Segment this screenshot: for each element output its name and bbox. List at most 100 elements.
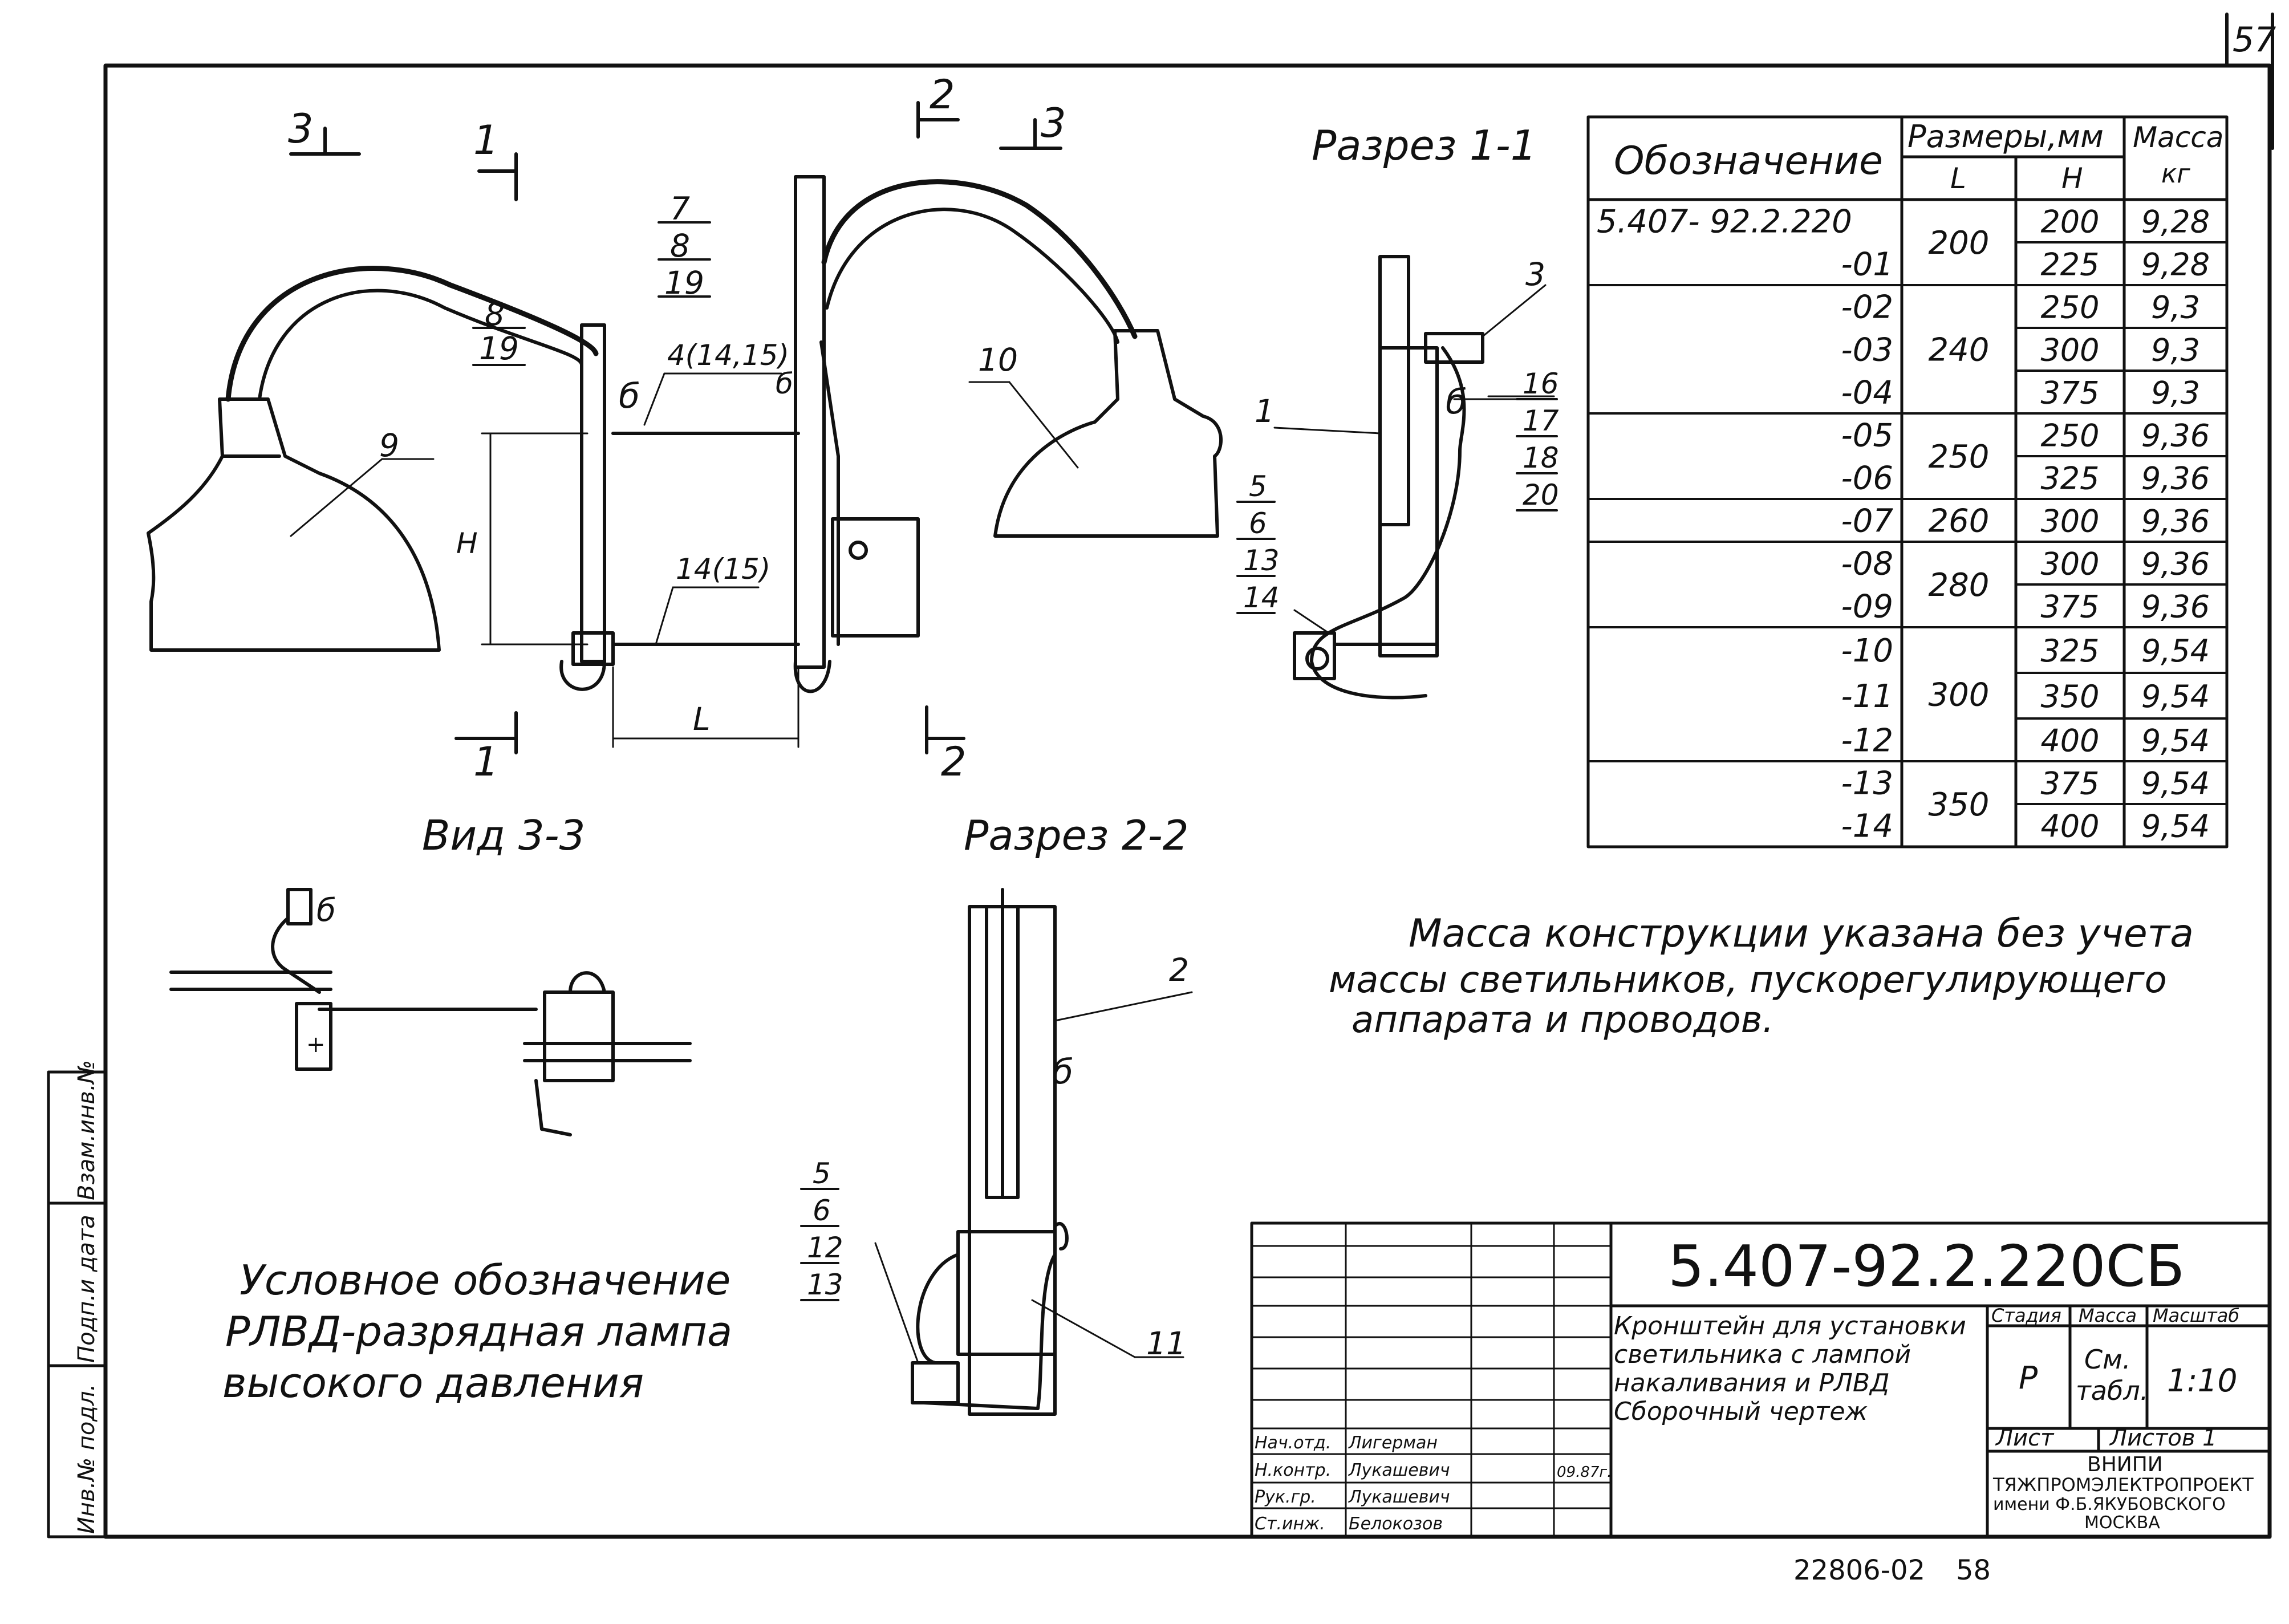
table-row-designation: -05 — [1841, 417, 1893, 454]
stage-label: Стадия — [1991, 1305, 2061, 1326]
table-header-mass: Масса — [2133, 121, 2223, 154]
stage-value: Р — [2019, 1359, 2038, 1396]
pos-12b-label: 12 — [807, 1231, 843, 1264]
title-block-grid — [1250, 1221, 2271, 1538]
bracket-upright-middle — [794, 175, 826, 669]
legend-line2: РЛВД-разрядная лампа — [225, 1308, 732, 1355]
mass-value-line1: См. — [2084, 1344, 2130, 1375]
pos-4-label: 4(14,15) — [667, 339, 789, 372]
sig-name-0: Лигерман — [1348, 1433, 1438, 1453]
table-row-designation: -12 — [1841, 722, 1893, 760]
table-group-L: 200 — [1929, 225, 1990, 262]
legend-line1: Условное обозначение — [240, 1256, 730, 1304]
table-group-L: 300 — [1929, 677, 1990, 714]
sig-name-1: Лукашевич — [1348, 1460, 1450, 1480]
pos-9-label: 9 — [379, 427, 399, 464]
table-row-mass: 9,54 — [2141, 723, 2210, 759]
table-row-designation: 5.407- 92.2.220 — [1597, 204, 1852, 241]
table-group-L: 350 — [1929, 786, 1990, 823]
sig-role-3: Ст.инж. — [1255, 1514, 1325, 1534]
pos-7-label: 7 — [670, 190, 690, 227]
table-row-designation: -13 — [1841, 765, 1893, 802]
drawing-code: 5.407-92.2.220СБ — [1668, 1233, 2185, 1300]
table-header-L: L — [1950, 162, 1966, 195]
table-row-mass: 9,3 — [2151, 332, 2200, 368]
table-row-mass: 9,36 — [2141, 461, 2210, 497]
org-line1: ВНИПИ — [2087, 1453, 2163, 1476]
table-row-designation: -04 — [1841, 375, 1893, 412]
table-row-H: 375 — [2040, 589, 2099, 625]
mass-value-line2: табл. — [2076, 1375, 2148, 1406]
table-row-mass: 9,3 — [2151, 290, 2200, 326]
section-mark-2-top: 2 — [930, 71, 955, 118]
table-row-designation: -01 — [1841, 246, 1893, 283]
spec-table-grid — [1586, 115, 2229, 848]
section-2-2-title: Разрез 2-2 — [964, 811, 1189, 859]
pos-14a-label: 14 — [1243, 581, 1280, 614]
title-line2: светильника с лампой — [1614, 1340, 1911, 1369]
bracket-upright-left — [580, 323, 606, 663]
section-2-2-drawing — [874, 888, 1193, 1416]
pos-8a-label: 8 — [670, 228, 690, 264]
pos-6a-label: 6 — [1249, 507, 1267, 540]
table-header-designation: Обозначение — [1614, 139, 1883, 184]
pos-17-label: 17 — [1523, 404, 1559, 437]
table-row-H: 375 — [2040, 375, 2099, 411]
plus-mark: + — [306, 1032, 326, 1058]
side-stamp-sign: Подп.и дата — [74, 1215, 100, 1363]
table-row-designation: -03 — [1841, 332, 1893, 369]
mass-note-line2: массы светильников, пускорегулирующего — [1329, 959, 2167, 1001]
side-stamp-frame — [47, 1070, 107, 1538]
title-line1: Кронштейн для установки — [1614, 1312, 1966, 1341]
scale-value: 1:10 — [2167, 1362, 2238, 1399]
sig-role-2: Рук.гр. — [1255, 1487, 1316, 1507]
mass-label: Масса — [2079, 1305, 2137, 1326]
sheet-label: Лист — [1995, 1425, 2055, 1451]
table-row-designation: -14 — [1841, 808, 1893, 845]
table-row-H: 400 — [2040, 723, 2099, 759]
view-3-3-drawing — [169, 888, 692, 1136]
table-row-mass: 9,36 — [2141, 546, 2210, 582]
table-row-H: 325 — [2040, 633, 2099, 669]
table-row-H: 400 — [2040, 809, 2099, 845]
section-markers — [289, 101, 1062, 754]
table-row-H: 300 — [2040, 332, 2099, 368]
table-group-L: 250 — [1929, 439, 1990, 476]
mass-note-line3: аппарата и проводов. — [1352, 999, 1774, 1041]
pos-19b-label: 19 — [479, 330, 519, 367]
table-row-mass: 9,28 — [2141, 247, 2210, 283]
section-mark-2-bottom: 2 — [941, 738, 967, 785]
pos-6b-label: 6 — [813, 1194, 831, 1227]
table-row-H: 375 — [2040, 766, 2099, 802]
sheets-label: Листов 1 — [2109, 1425, 2217, 1451]
side-stamp-replace: Взам.инв.№ — [74, 1060, 100, 1200]
table-row-mass: 9,3 — [2151, 375, 2200, 411]
pos-13b-label: 13 — [807, 1268, 843, 1301]
side-stamp-inv: Инв.№ подл. — [74, 1384, 100, 1534]
table-row-mass: 9,54 — [2141, 679, 2210, 714]
section-mark-3-left: 3 — [288, 105, 314, 152]
table-header-sizes: Размеры,мм — [1908, 119, 2104, 155]
title-line4: Сборочный чертеж — [1614, 1397, 1868, 1426]
section-1-1-drawing — [1273, 255, 1555, 700]
sheet-frame — [103, 63, 2272, 1539]
pos-11-label: 11 — [1146, 1325, 1186, 1362]
table-row-designation: -08 — [1841, 546, 1893, 583]
wire-mark-4: б — [1052, 1052, 1073, 1092]
table-row-mass: 9,36 — [2141, 418, 2210, 454]
table-row-H: 250 — [2040, 418, 2099, 454]
lamp-10 — [993, 329, 1223, 538]
pos-20-label: 20 — [1523, 478, 1559, 511]
dim-H-label: H — [456, 527, 478, 560]
sig-role-0: Нач.отд. — [1255, 1433, 1331, 1453]
table-header-mass-unit: кг — [2161, 159, 2190, 189]
frame-number: 58 — [1956, 1554, 1991, 1586]
leader-boxes — [472, 221, 1558, 1301]
table-row-designation: -10 — [1841, 632, 1893, 669]
table-row-mass: 9,36 — [2141, 589, 2210, 625]
table-group-L: 280 — [1929, 567, 1990, 604]
table-row-mass: 9,54 — [2141, 809, 2210, 845]
page-number: 57 — [2233, 20, 2276, 60]
